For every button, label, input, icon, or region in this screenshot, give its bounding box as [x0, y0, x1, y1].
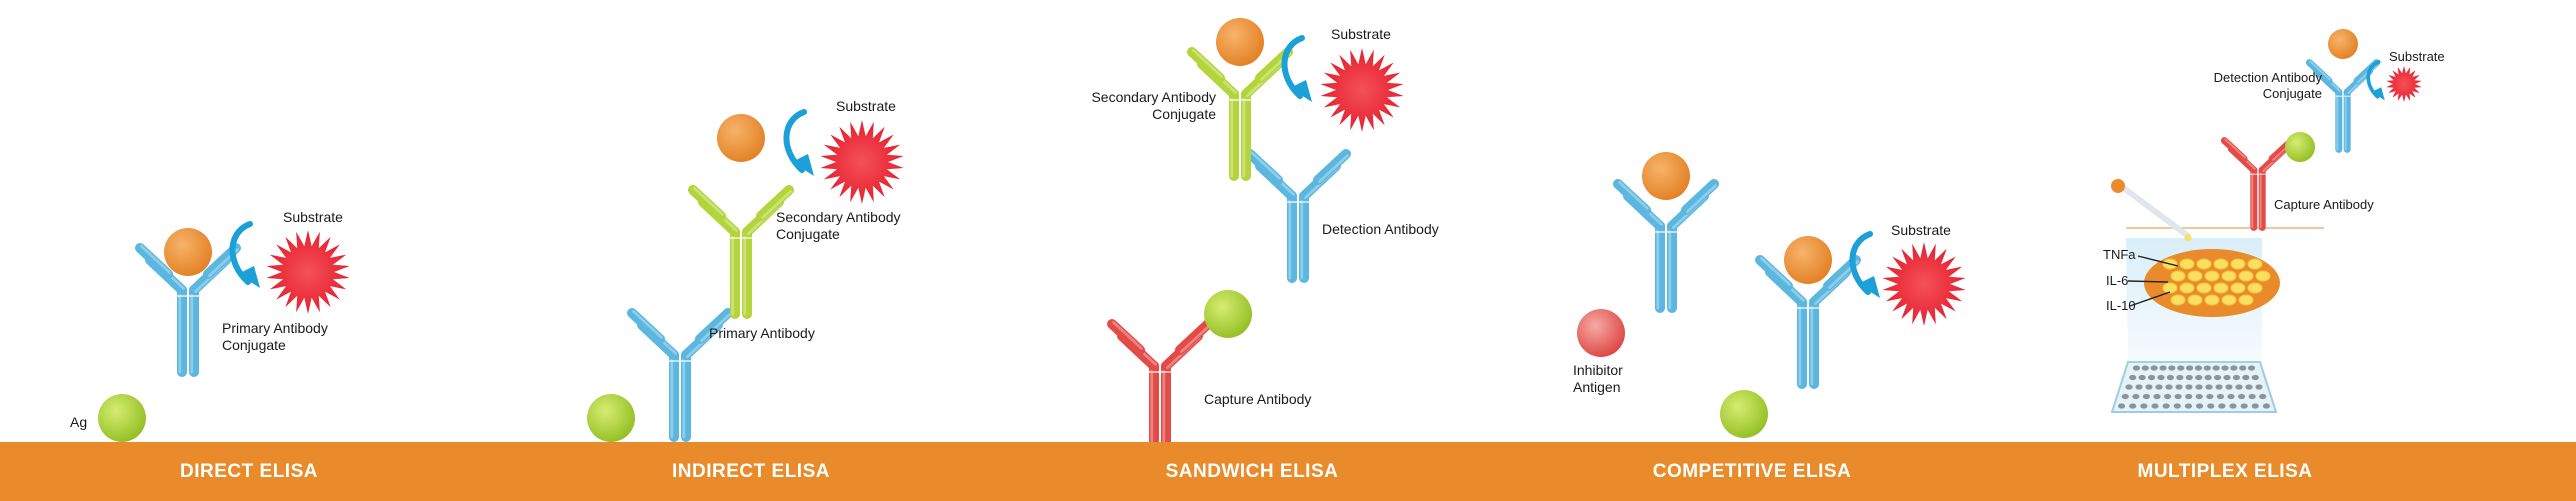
bound-antibody	[1755, 255, 1861, 389]
substrate-indirect	[820, 120, 904, 204]
antigen-sandwich	[1204, 290, 1252, 338]
arrow-direct	[229, 221, 260, 288]
antigen-multiplex	[2285, 132, 2315, 162]
sandwich-capture-label: Capture Antibody	[1204, 391, 1312, 407]
pipette-icon	[2111, 179, 2192, 242]
sandwich-detection-label: Detection Antibody	[1322, 221, 1439, 237]
multiplex-detection-label: Detection Antibody Conjugate	[2213, 70, 2322, 101]
multiplex-substrate-label: Substrate	[2389, 49, 2445, 64]
detection-antibody	[1245, 149, 1351, 283]
enzyme-indirect	[717, 114, 765, 162]
indirect-elisa-title: INDIRECT ELISA	[672, 461, 830, 482]
arrow-indirect	[783, 109, 814, 176]
antigen-competitive	[1720, 390, 1768, 438]
primary-antibody-conjugate	[135, 243, 241, 377]
primary-antibody	[627, 308, 733, 442]
enzyme-sandwich	[1216, 18, 1264, 66]
direct-substrate-label: Substrate	[283, 209, 343, 225]
competitive-substrate-label: Substrate	[1891, 222, 1951, 238]
analyte-tnfa-label: TNFa	[2103, 247, 2136, 262]
direct-antigen-label: Ag	[70, 414, 88, 430]
capture-antibody	[1107, 319, 1213, 453]
substrate-competitive	[1882, 242, 1966, 326]
analyte-il6-label: IL-6	[2106, 273, 2129, 288]
enzyme-competitive-1	[1642, 152, 1690, 200]
title-band: DIRECT ELISA INDIRECT ELISA SANDWICH ELI…	[0, 442, 2576, 501]
arrow-multiplex	[2366, 60, 2385, 101]
substrate-direct	[266, 230, 350, 314]
elisa-illustrations	[98, 18, 2422, 453]
indirect-secondary-label: Secondary Antibody Conjugate	[776, 209, 901, 242]
antigen-ag	[98, 394, 146, 442]
arrow-sandwich	[1281, 35, 1312, 102]
capture-antibody-multiplex	[2220, 137, 2296, 231]
secondary-antibody-sandwich	[1187, 47, 1293, 181]
multiplex-capture-label: Capture Antibody	[2274, 197, 2374, 212]
competitive-inhibitor-label: Inhibitor Antigen	[1573, 362, 1623, 395]
inhibitor-antigen	[1577, 309, 1625, 357]
arrow-competitive	[1849, 231, 1880, 298]
multiplex-elisa-title: MULTIPLEX ELISA	[2137, 461, 2313, 482]
enzyme-competitive-2	[1784, 236, 1832, 284]
competitive-elisa-title: COMPETITIVE ELISA	[1652, 461, 1852, 482]
bead-well	[2144, 249, 2280, 317]
direct-elisa-title: DIRECT ELISA	[180, 461, 318, 482]
indirect-substrate-label: Substrate	[836, 98, 896, 114]
substrate-sandwich	[1320, 48, 1404, 132]
sandwich-secondary-label: Secondary Antibody Conjugate	[1091, 89, 1216, 122]
direct-conjugate-label: Primary Antibody Conjugate	[222, 320, 328, 353]
antigen-indirect	[587, 394, 635, 442]
enzyme-direct	[164, 228, 212, 276]
enzyme-multiplex	[2328, 29, 2358, 59]
secondary-antibody-conjugate	[688, 185, 794, 319]
microplate	[2110, 361, 2278, 413]
free-antibody	[1613, 179, 1719, 313]
analyte-il10-label: IL-10	[2106, 298, 2136, 313]
substrate-multiplex	[2386, 66, 2422, 102]
sandwich-substrate-label: Substrate	[1331, 26, 1391, 42]
sandwich-elisa-title: SANDWICH ELISA	[1165, 461, 1339, 482]
indirect-primary-label: Primary Antibody	[709, 325, 815, 341]
